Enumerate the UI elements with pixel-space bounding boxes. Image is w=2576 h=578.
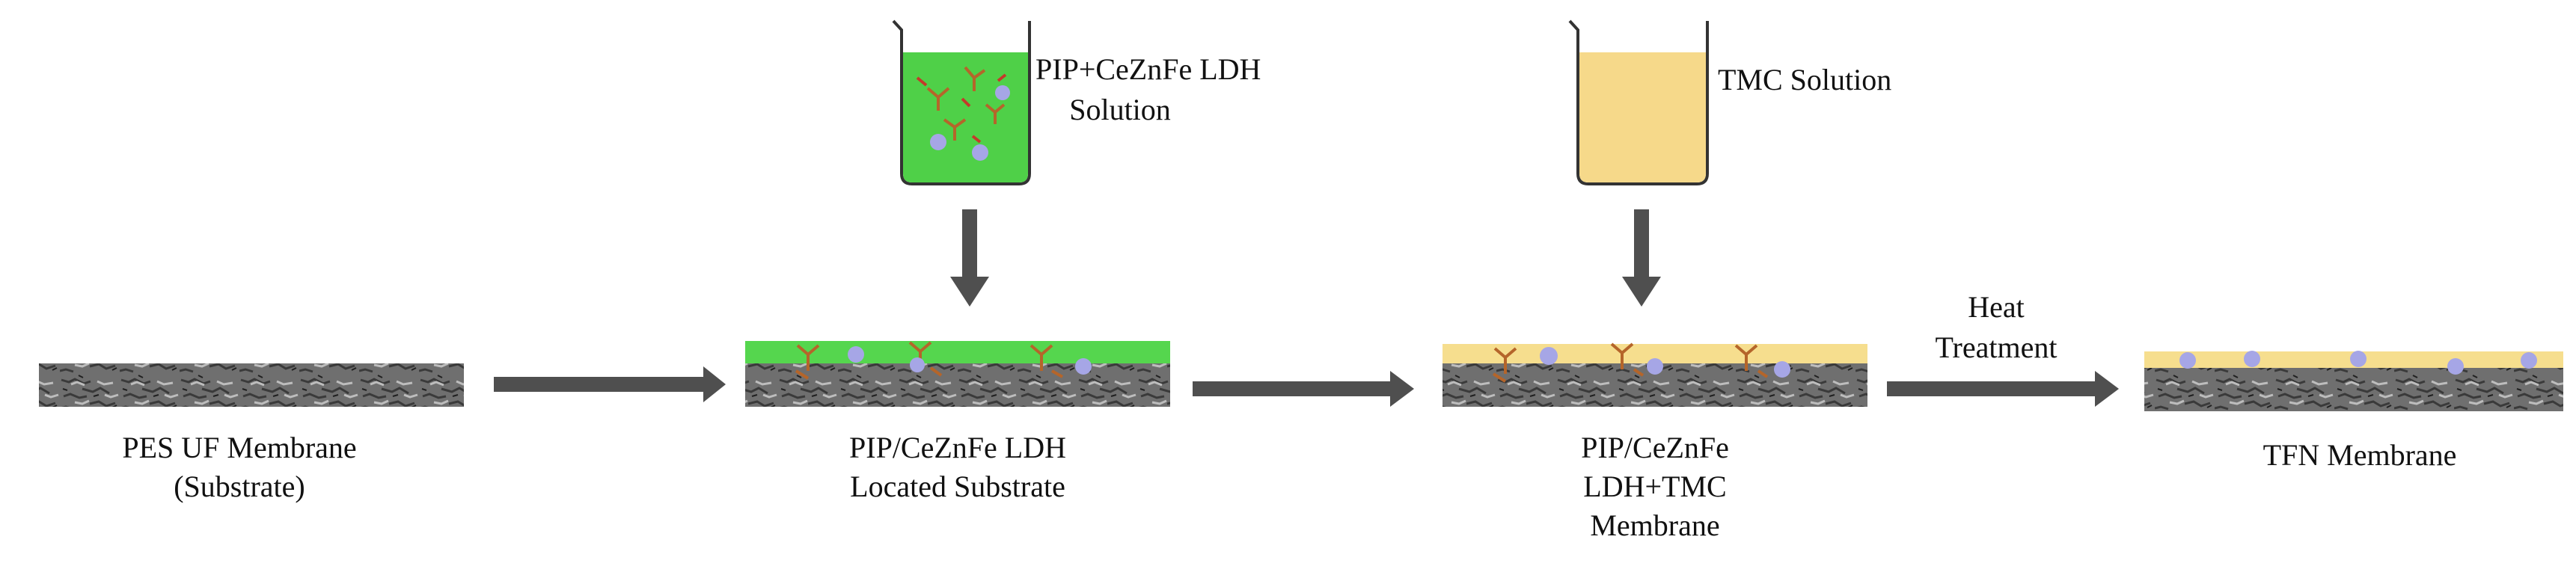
ldh-particle [910, 357, 925, 372]
ldh-particle [2350, 351, 2367, 367]
pip-layer [745, 341, 1170, 363]
ldh-particle [1075, 358, 1092, 375]
step2-label-line1: PIP/CeZnFe LDH [849, 431, 1066, 464]
substrate-layer [745, 363, 1170, 407]
heat-treatment-label-line2: Treatment [1936, 330, 2058, 364]
ldh-particle [2447, 358, 2464, 375]
arrow-1 [494, 366, 726, 402]
arrow-heat-treatment [1887, 371, 2119, 407]
arrow-down-pip [950, 209, 989, 307]
step2-label-line2: Located Substrate [850, 470, 1065, 503]
step1-label-line1: PES UF Membrane [122, 431, 356, 464]
step3-label-line2: LDH+TMC [1583, 470, 1726, 503]
substrate-step1 [39, 363, 464, 407]
heat-treatment-label-line1: Heat [1968, 290, 2025, 324]
pip-molecules [926, 66, 1006, 141]
pip-solution-fill [903, 52, 1028, 182]
tmc-solution-fill [1579, 52, 1706, 182]
ldh-particle [930, 134, 946, 150]
ldh-particle [1647, 358, 1663, 375]
substrate-step3 [1443, 342, 1867, 407]
ldh-particle [1540, 347, 1558, 365]
ldh-particle [848, 346, 864, 363]
tmc-solution-label: TMC Solution [1718, 63, 1891, 96]
substrate-step2 [745, 341, 1170, 407]
step4-label: TFN Membrane [2263, 438, 2457, 472]
step3-label-line1: PIP/CeZnFe [1581, 431, 1729, 464]
pip-molecules [1492, 342, 1769, 383]
ldh-particle [2179, 352, 2196, 369]
pip-solution-label-line2: Solution [1069, 93, 1171, 126]
arrow-down-tmc [1622, 209, 1661, 307]
ldh-particle [1774, 361, 1790, 378]
ldh-particle [2521, 352, 2537, 369]
ldh-particle [995, 85, 1010, 100]
substrate-layer [39, 363, 464, 407]
ldh-particle [2244, 351, 2260, 367]
ldh-particle [972, 144, 988, 161]
arrow-2 [1193, 371, 1414, 407]
pip-beaker [892, 19, 1031, 185]
substrate-layer [2144, 368, 2563, 411]
substrate-step4 [2144, 351, 2563, 411]
tmc-beaker [1568, 19, 1709, 185]
pip-solution-label-line1: PIP+CeZnFe LDH [1035, 52, 1261, 86]
step1-label-line2: (Substrate) [174, 470, 305, 503]
pip-molecules [795, 341, 1063, 380]
step3-label-line3: Membrane [1590, 508, 1719, 542]
